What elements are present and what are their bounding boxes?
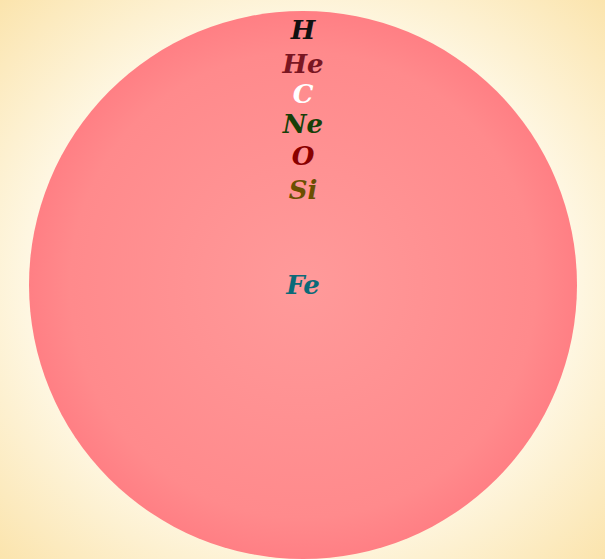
element-label: Fe bbox=[225, 272, 381, 298]
element-label: Ne bbox=[127, 111, 479, 137]
element-label: He bbox=[67, 51, 539, 77]
element-label: O bbox=[157, 143, 449, 169]
element-label: Si bbox=[191, 177, 415, 203]
shell-fill bbox=[29, 11, 577, 559]
shell-layer: H HeC NeO SiFe bbox=[29, 11, 577, 559]
element-label: H bbox=[29, 17, 577, 43]
element-label: C bbox=[97, 81, 509, 107]
